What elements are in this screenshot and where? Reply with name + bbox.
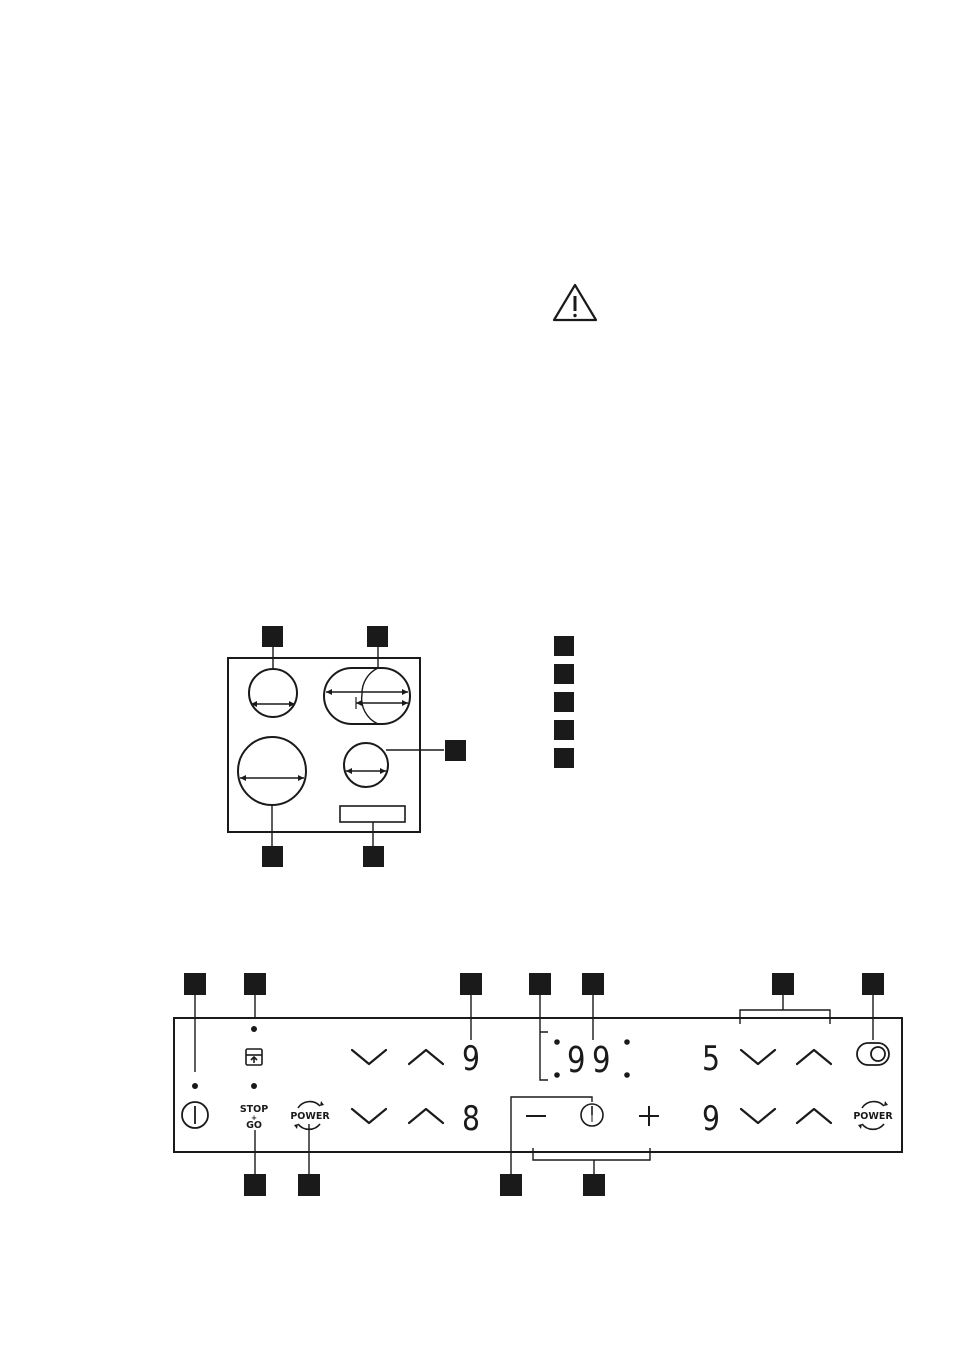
hob-control-panel-strip bbox=[340, 806, 405, 822]
bridge-toggle-icon[interactable] bbox=[857, 1043, 889, 1065]
chevron-down-icon[interactable] bbox=[741, 1109, 775, 1123]
display-timer: 99 bbox=[567, 1040, 617, 1081]
timer-icon[interactable] bbox=[581, 1104, 603, 1126]
power-boost-right-button[interactable]: POWER bbox=[853, 1101, 893, 1129]
chevron-down-icon[interactable] bbox=[352, 1050, 386, 1064]
plus-icon[interactable] bbox=[639, 1106, 659, 1126]
hob-callout-boxes bbox=[262, 626, 466, 867]
control-panel-diagram: STOP + GO POWER POWER bbox=[174, 973, 902, 1196]
control-panel-outline bbox=[174, 1018, 902, 1152]
display-rear-left: 8 bbox=[462, 1099, 480, 1139]
power-left-label: POWER bbox=[290, 1111, 330, 1122]
warning-triangle-icon bbox=[554, 285, 596, 320]
stop-go-button[interactable]: STOP + GO bbox=[240, 1104, 268, 1131]
stop-go-label-bottom: GO bbox=[246, 1120, 262, 1131]
heat-zone-bottom-right bbox=[344, 743, 444, 787]
hob-layout-diagram bbox=[228, 646, 444, 846]
heat-zone-top-left bbox=[249, 646, 297, 717]
on-off-icon[interactable] bbox=[182, 1102, 208, 1128]
chevron-up-icon[interactable] bbox=[409, 1050, 443, 1064]
lock-icon[interactable] bbox=[246, 1049, 262, 1065]
display-rear-right: 9 bbox=[702, 1099, 720, 1139]
chevron-down-icon[interactable] bbox=[352, 1109, 386, 1123]
chevron-up-icon[interactable] bbox=[797, 1050, 831, 1064]
power-boost-left-button[interactable]: POWER bbox=[290, 1101, 330, 1129]
chevron-up-icon[interactable] bbox=[409, 1109, 443, 1123]
chevron-down-icon[interactable] bbox=[741, 1050, 775, 1064]
display-front-left: 9 bbox=[462, 1039, 480, 1079]
hob-legend-boxes bbox=[554, 636, 574, 768]
display-front-right: 5 bbox=[702, 1039, 720, 1079]
heat-zone-bottom-left bbox=[238, 737, 306, 846]
chevron-up-icon[interactable] bbox=[797, 1109, 831, 1123]
power-right-label: POWER bbox=[853, 1111, 893, 1122]
